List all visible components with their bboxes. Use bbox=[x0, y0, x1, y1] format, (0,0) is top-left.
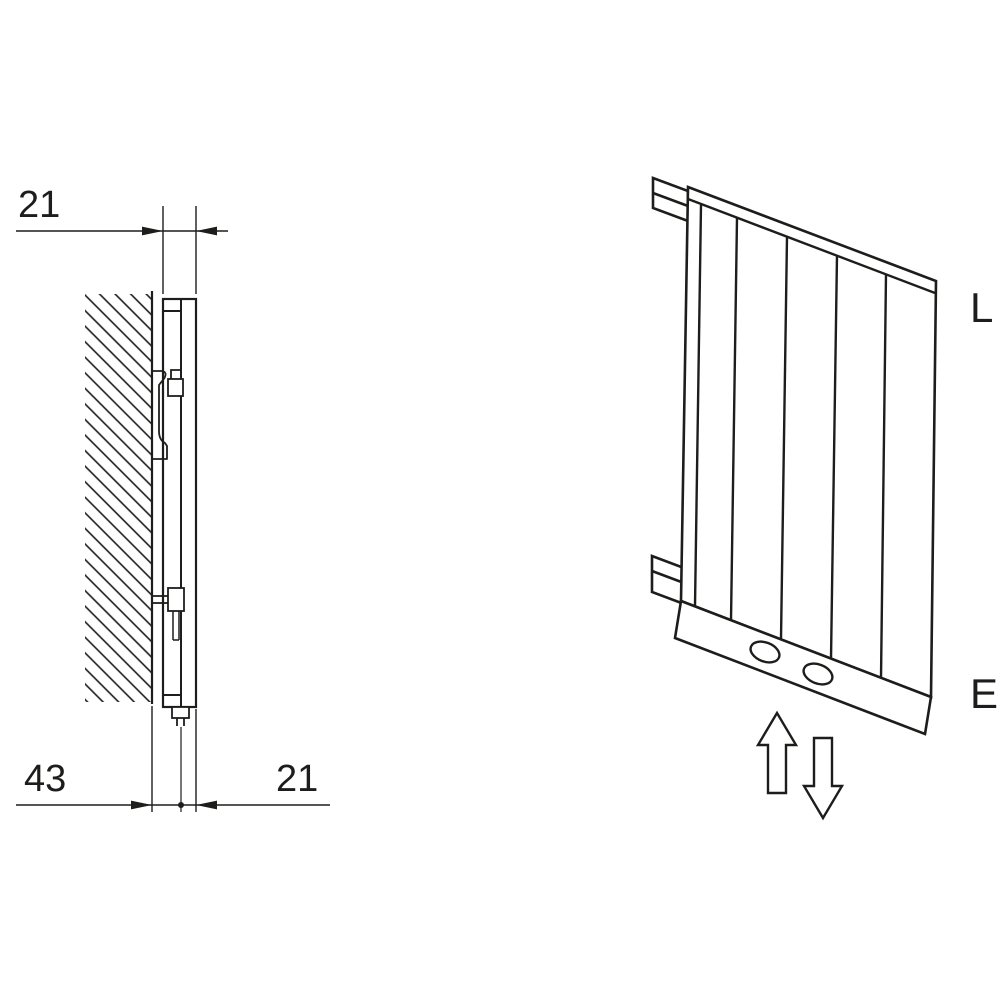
side-view: 21 43 21 bbox=[16, 184, 330, 812]
radiator-underside bbox=[673, 599, 933, 736]
dimension-bottom: 43 21 bbox=[16, 706, 330, 812]
wall-hatching bbox=[85, 294, 152, 702]
flow-down-arrow-icon bbox=[801, 736, 845, 821]
wall-bracket-top bbox=[152, 369, 184, 460]
bottom-connection-stub bbox=[171, 706, 190, 726]
underside-panel bbox=[673, 599, 933, 736]
dimension-arrow-left-icon bbox=[196, 226, 217, 236]
label-return-E: E bbox=[970, 670, 998, 717]
flow-up-arrow-icon bbox=[755, 710, 799, 795]
mount-tab-bottom-fold-line bbox=[651, 569, 685, 585]
panel-seam-4 bbox=[879, 273, 888, 679]
dimension-top-depth: 21 bbox=[16, 184, 228, 294]
panel-seam-3 bbox=[829, 254, 839, 660]
label-supply-L: L bbox=[970, 284, 993, 331]
mount-tab-top-fold-line bbox=[652, 191, 689, 208]
top-cap-line bbox=[687, 197, 936, 295]
stub-body bbox=[171, 706, 190, 719]
connection-hole-left bbox=[749, 640, 781, 664]
radiator-body-outline bbox=[161, 297, 198, 709]
bracket-block bbox=[167, 587, 185, 612]
panel-lines bbox=[687, 197, 936, 679]
dimension-arrow-right-icon bbox=[131, 800, 152, 810]
wall-bracket-bottom bbox=[152, 587, 185, 641]
panel-seam-1 bbox=[729, 217, 739, 621]
dimension-center-dot bbox=[178, 802, 184, 808]
bracket-hook-profile bbox=[152, 370, 168, 460]
dimension-arrow-left-icon bbox=[196, 800, 217, 810]
dimension-value-43: 43 bbox=[24, 758, 66, 800]
radiator-side-profile bbox=[161, 297, 198, 709]
panel-seam-2 bbox=[779, 236, 789, 640]
connection-hole-right bbox=[802, 662, 834, 686]
left-edge-fold-line bbox=[693, 204, 703, 607]
dimension-arrow-right-icon bbox=[142, 226, 163, 236]
perspective-view: L E bbox=[650, 176, 998, 821]
bracket-clip-hook bbox=[170, 369, 181, 379]
dimension-value-top: 21 bbox=[18, 184, 60, 226]
mounting-tabs bbox=[650, 176, 690, 606]
bracket-clip bbox=[167, 378, 184, 397]
wall bbox=[85, 291, 154, 704]
dimension-value-21-bottom: 21 bbox=[276, 758, 318, 800]
flow-arrows bbox=[755, 710, 845, 821]
